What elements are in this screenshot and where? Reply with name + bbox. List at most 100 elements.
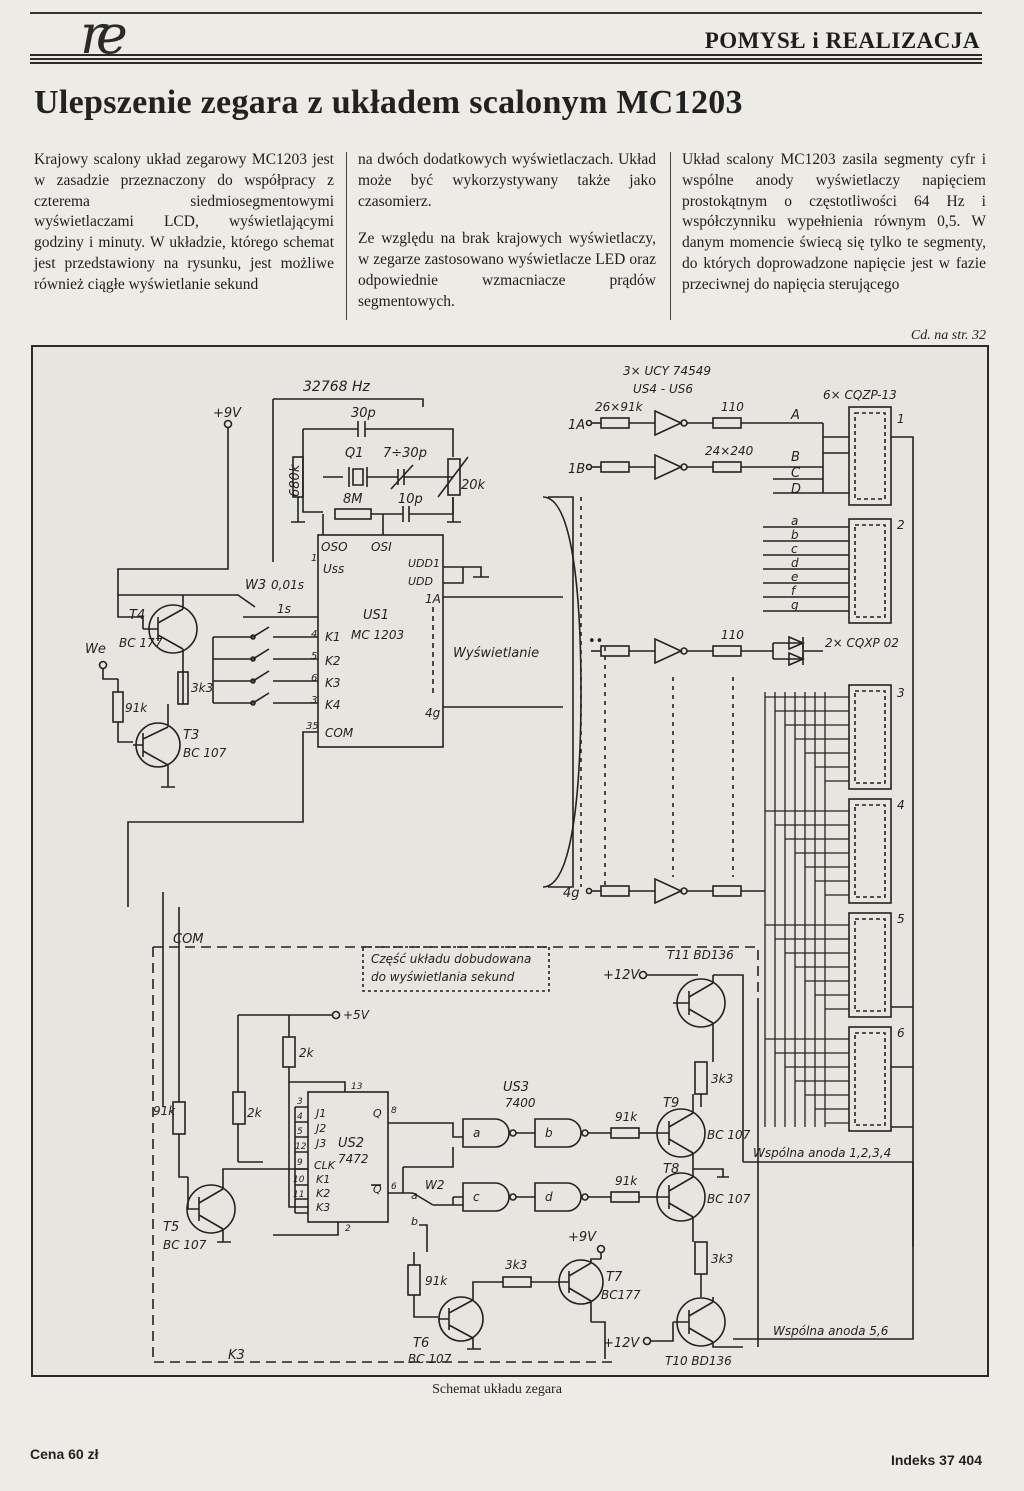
article-column-1: Krajowy scalony układ zegarowy MC1203 je… <box>34 150 334 313</box>
switch-w3 <box>193 594 318 618</box>
label: BC 107 <box>707 1192 751 1206</box>
pin-label: K3 <box>325 676 341 690</box>
wire <box>102 668 118 680</box>
label: Wspólna anoda 5,6 <box>773 1324 889 1338</box>
resistor-3k3 <box>694 1241 708 1275</box>
label: 1B <box>568 462 585 477</box>
display-5-inner <box>854 918 886 1012</box>
driver-row-1a <box>585 409 823 437</box>
index-label: Indeks 37 404 <box>890 1452 982 1468</box>
pin-number: 3 <box>311 695 317 706</box>
paragraph: na dwóch dodatkowych wyświetlaczach. Ukł… <box>358 151 656 210</box>
label: 91k <box>615 1110 638 1124</box>
transistor-t11-leads <box>673 974 744 1162</box>
pin-number: 35 <box>306 721 319 732</box>
resistor-3k3 <box>502 1276 532 1288</box>
pin-number: 4 <box>297 1112 303 1122</box>
column-divider <box>670 152 671 320</box>
dashed-bus <box>580 497 734 887</box>
label: We <box>85 642 106 657</box>
label: c <box>791 542 798 556</box>
pin-label: K1 <box>325 630 341 644</box>
potentiometer-wiper <box>437 456 469 498</box>
ic-label: 7472 <box>338 1152 369 1166</box>
resistor-8m <box>334 508 372 520</box>
article-title: Ulepszenie zegara z układem scalonym MC1… <box>34 84 743 121</box>
resistor-91k <box>610 1127 640 1139</box>
label: 2 <box>897 518 905 532</box>
pin-label: Q <box>373 1107 382 1120</box>
label: 2× CQXP 02 <box>825 636 899 650</box>
label: D <box>791 482 801 497</box>
ground <box>291 497 305 523</box>
display-1 <box>848 406 892 506</box>
pin-number: 8 <box>391 1106 397 1116</box>
article-column-3: Układ scalony MC1203 zasila segmenty cyf… <box>682 150 986 313</box>
label: BC177 <box>601 1288 641 1302</box>
transistor-t3-leads <box>133 662 184 788</box>
ic-label: US2 <box>338 1136 364 1151</box>
label: b <box>791 528 799 542</box>
label: 3k3 <box>711 1252 733 1266</box>
paragraph: Krajowy scalony układ zegarowy MC1203 je… <box>34 151 334 293</box>
label: 3× UCY 74549 <box>623 364 711 378</box>
label: K3 <box>228 1348 245 1363</box>
label: 1s <box>277 602 291 616</box>
pin-number: 1 <box>311 553 317 564</box>
label: 110 <box>721 628 744 642</box>
pin-label: CLK <box>314 1159 336 1172</box>
label: 680k <box>288 464 303 497</box>
label: +9V <box>568 1230 597 1245</box>
pin-number: 5 <box>297 1127 303 1137</box>
figure-caption: Schemat układu zegara <box>0 1382 1024 1398</box>
wire <box>117 427 229 596</box>
ic-label: US1 <box>363 608 389 623</box>
display-2-inner <box>854 524 886 618</box>
wire <box>127 892 164 1107</box>
label: BC 107 <box>707 1128 751 1142</box>
header-rule <box>30 12 982 14</box>
display-2 <box>848 518 892 624</box>
wire <box>650 1322 674 1342</box>
gate-c <box>462 1182 510 1212</box>
pin-number: 2 <box>345 1224 351 1234</box>
label: d <box>545 1190 553 1204</box>
wire <box>443 566 489 584</box>
label: BC 107 <box>163 1238 207 1252</box>
label: BC 177 <box>119 636 163 650</box>
resistor-91k <box>407 1264 421 1296</box>
column-divider <box>346 152 347 320</box>
crystal-q1 <box>323 467 383 487</box>
label: e <box>791 570 798 584</box>
terminal <box>331 1010 341 1020</box>
terminal <box>596 1244 606 1254</box>
label: 91k <box>153 1104 176 1118</box>
pin-label: K4 <box>325 698 341 712</box>
resistor-91k <box>610 1191 640 1203</box>
pin-number: 9 <box>297 1158 303 1168</box>
ic-us1-mc1203 <box>317 534 444 748</box>
bus-arrow <box>548 496 574 888</box>
label: 3k3 <box>191 681 213 695</box>
label: b <box>411 1215 418 1228</box>
paragraph: Ze względu na brak krajowych wyświetlacz… <box>358 230 656 310</box>
label: 3 <box>897 686 905 700</box>
wire <box>322 514 384 535</box>
switch-w2 <box>402 1147 463 1252</box>
display-3 <box>848 684 892 790</box>
label: +12V <box>603 968 640 983</box>
circuit-diagram: 32768 Hz +9V 30p Q1 7÷30p 680k 8M 10p 20… <box>85 364 914 1368</box>
label: 26×91k <box>595 400 644 414</box>
display-4 <box>848 798 892 904</box>
label: T9 <box>663 1096 679 1111</box>
display-4-inner <box>854 804 886 898</box>
article-body: Krajowy scalony układ zegarowy MC1203 je… <box>34 150 986 325</box>
display-6-inner <box>854 1032 886 1126</box>
pin-label: K1 <box>316 1173 330 1186</box>
label: do wyświetlania sekund <box>371 970 515 984</box>
terminal-we <box>98 660 108 670</box>
pin-label: OSI <box>371 540 392 554</box>
section-title: POMYSŁ i REALIZACJA <box>704 28 980 53</box>
label: c <box>473 1190 480 1204</box>
trimmer-capacitor <box>383 464 453 490</box>
